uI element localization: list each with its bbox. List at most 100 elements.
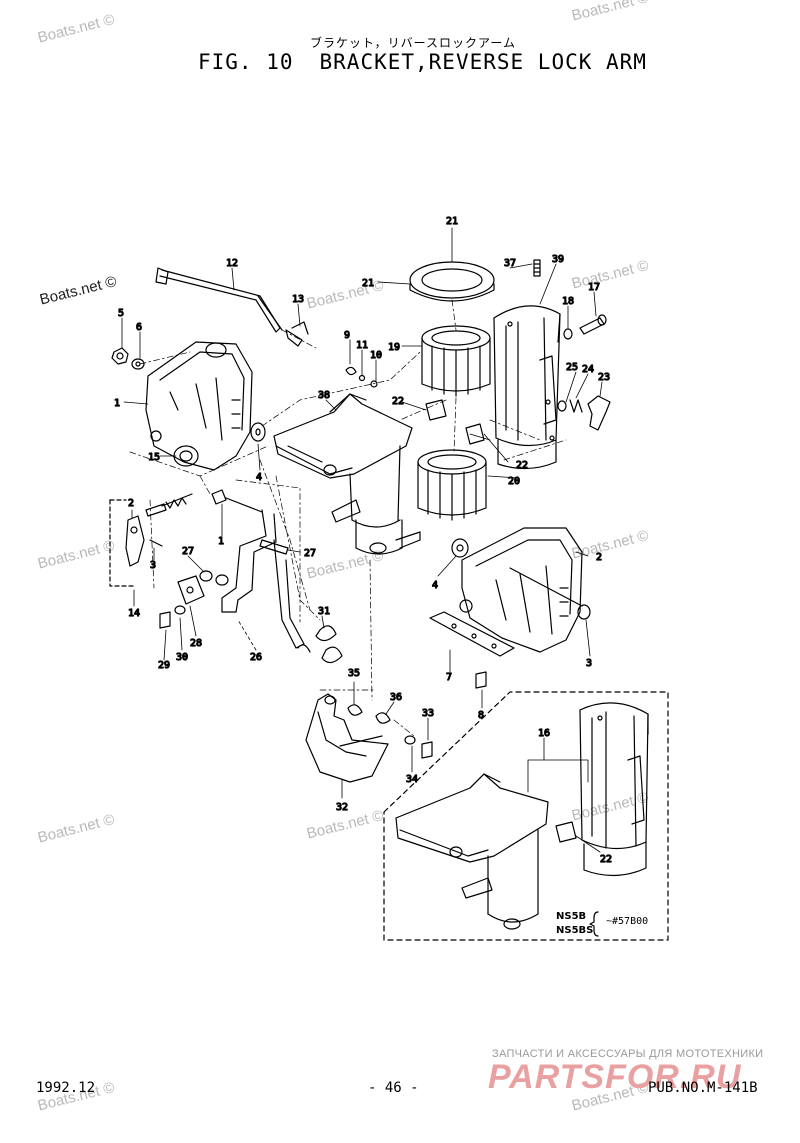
callout-22: 22 [516, 460, 528, 471]
callout-26: 26 [250, 652, 262, 663]
callout-25: 25 [566, 362, 578, 373]
callout-16: 16 [538, 728, 550, 739]
figure-number: FIG. 10 [198, 50, 294, 74]
callout-39: 39 [552, 254, 564, 265]
model-brace [589, 911, 599, 937]
callout-3: 3 [150, 560, 156, 571]
part-3-pin [149, 539, 163, 547]
footer-page-number: - 46 - [368, 1080, 419, 1096]
callout-29: 29 [158, 660, 170, 671]
part-25-washer [557, 400, 567, 412]
part-36-spring [375, 712, 391, 724]
callout-27: 27 [304, 548, 316, 559]
inset-box [383, 691, 669, 941]
part-23-knob [587, 395, 611, 431]
part-2-lever [125, 515, 145, 567]
part-39-tube [493, 305, 561, 470]
part-14-bracket-group [109, 499, 137, 587]
callout-32: 32 [336, 802, 348, 813]
callout-38: 38 [318, 390, 330, 401]
part-19-bushing [421, 325, 491, 397]
part-17-bolt [579, 314, 607, 335]
part-13-tip [285, 321, 309, 347]
callout-4: 4 [432, 580, 438, 591]
part-6-washer [131, 358, 145, 370]
callout-10: 10 [370, 350, 382, 361]
callout-34: 34 [406, 774, 418, 785]
callout-8: 8 [478, 710, 484, 721]
part-12-rod [155, 267, 283, 333]
footer-logo: PARTSFOR.RU [488, 1058, 742, 1096]
callout-36: 36 [390, 692, 402, 703]
footer-date: 1992.12 [36, 1080, 96, 1096]
callout-27: 27 [182, 546, 194, 557]
callout-3: 3 [586, 658, 592, 669]
callout-5: 5 [118, 308, 124, 319]
callout-18: 18 [562, 296, 574, 307]
inset-serial-range: ~#57B00 [606, 916, 649, 927]
callout-2: 2 [128, 498, 134, 509]
part-1-pin [211, 489, 263, 513]
part-22-pad [425, 399, 447, 421]
part-34-washer [404, 735, 416, 745]
callout-37: 37 [504, 258, 516, 269]
part-9-spring [345, 366, 357, 376]
footer-tagline: ЗАПЧАСТИ И АКСЕССУАРЫ ДЛЯ МОТОТЕХНИКИ [492, 1048, 764, 1060]
part-29-bolt [159, 611, 171, 629]
part-18-washer [563, 328, 573, 340]
callout-23: 23 [598, 372, 610, 383]
alignment-lines [129, 299, 567, 737]
callout-6: 6 [136, 322, 142, 333]
callout-1: 1 [218, 536, 224, 547]
part-35-spring [347, 704, 363, 716]
part-20-bushing [417, 449, 487, 521]
callout-33: 33 [422, 708, 434, 719]
callout-22: 22 [600, 854, 612, 865]
callout-21: 21 [446, 216, 458, 227]
callout-2: 2 [596, 552, 602, 563]
callout-12: 12 [226, 258, 238, 269]
callout-14: 14 [128, 608, 140, 619]
part-26-lock-arm [221, 509, 305, 649]
part-4-washer [250, 422, 266, 442]
model-name: NS5B [556, 911, 587, 922]
part-5-nut [111, 347, 129, 365]
part-22-pad [465, 423, 485, 445]
footer-pub-number: PUB.NO.M-141B [648, 1080, 758, 1096]
part-31-spring [297, 625, 343, 664]
part-32-lock-bracket [305, 693, 389, 783]
part-7-plate [429, 611, 515, 657]
part-24-spring [569, 399, 583, 413]
callout-1: 1 [114, 398, 120, 409]
inset-swivel-bracket [395, 773, 549, 930]
model-name: NS5BS [556, 925, 594, 936]
callout-22: 22 [392, 396, 404, 407]
callout-21: 21 [362, 278, 374, 289]
figure-title: FIG. 10 BRACKET,REVERSE LOCK ARM [198, 50, 647, 74]
callout-7: 7 [446, 672, 452, 683]
callout-labels: 21 21 12 13 5 6 1 9 11 10 38 19 22 37 39… [113, 215, 612, 865]
part-30-washer [174, 605, 186, 615]
callout-17: 17 [588, 282, 600, 293]
part-33-bolt [421, 741, 433, 759]
callout-31: 31 [318, 606, 330, 617]
subtitle-japanese: ブラケット，リバースロックアーム [310, 36, 516, 50]
part-4-washer-right [451, 538, 469, 558]
part-8-bolt [475, 671, 487, 689]
part-1-left-bracket [145, 341, 253, 471]
leader-lines [121, 227, 603, 853]
part-28-plate [177, 575, 205, 605]
callout-4: 4 [256, 472, 262, 483]
figure-name: BRACKET,REVERSE LOCK ARM [319, 50, 647, 74]
part-2-spring [145, 493, 193, 517]
inset-part-22-pad [555, 821, 577, 843]
callout-11: 11 [356, 340, 368, 351]
callout-35: 35 [348, 668, 360, 679]
inset-part-16-tube [579, 702, 649, 877]
callout-28: 28 [190, 638, 202, 649]
part-38-swivel-bracket [273, 393, 421, 555]
part-3-bolt [509, 567, 591, 620]
callout-19: 19 [388, 342, 400, 353]
